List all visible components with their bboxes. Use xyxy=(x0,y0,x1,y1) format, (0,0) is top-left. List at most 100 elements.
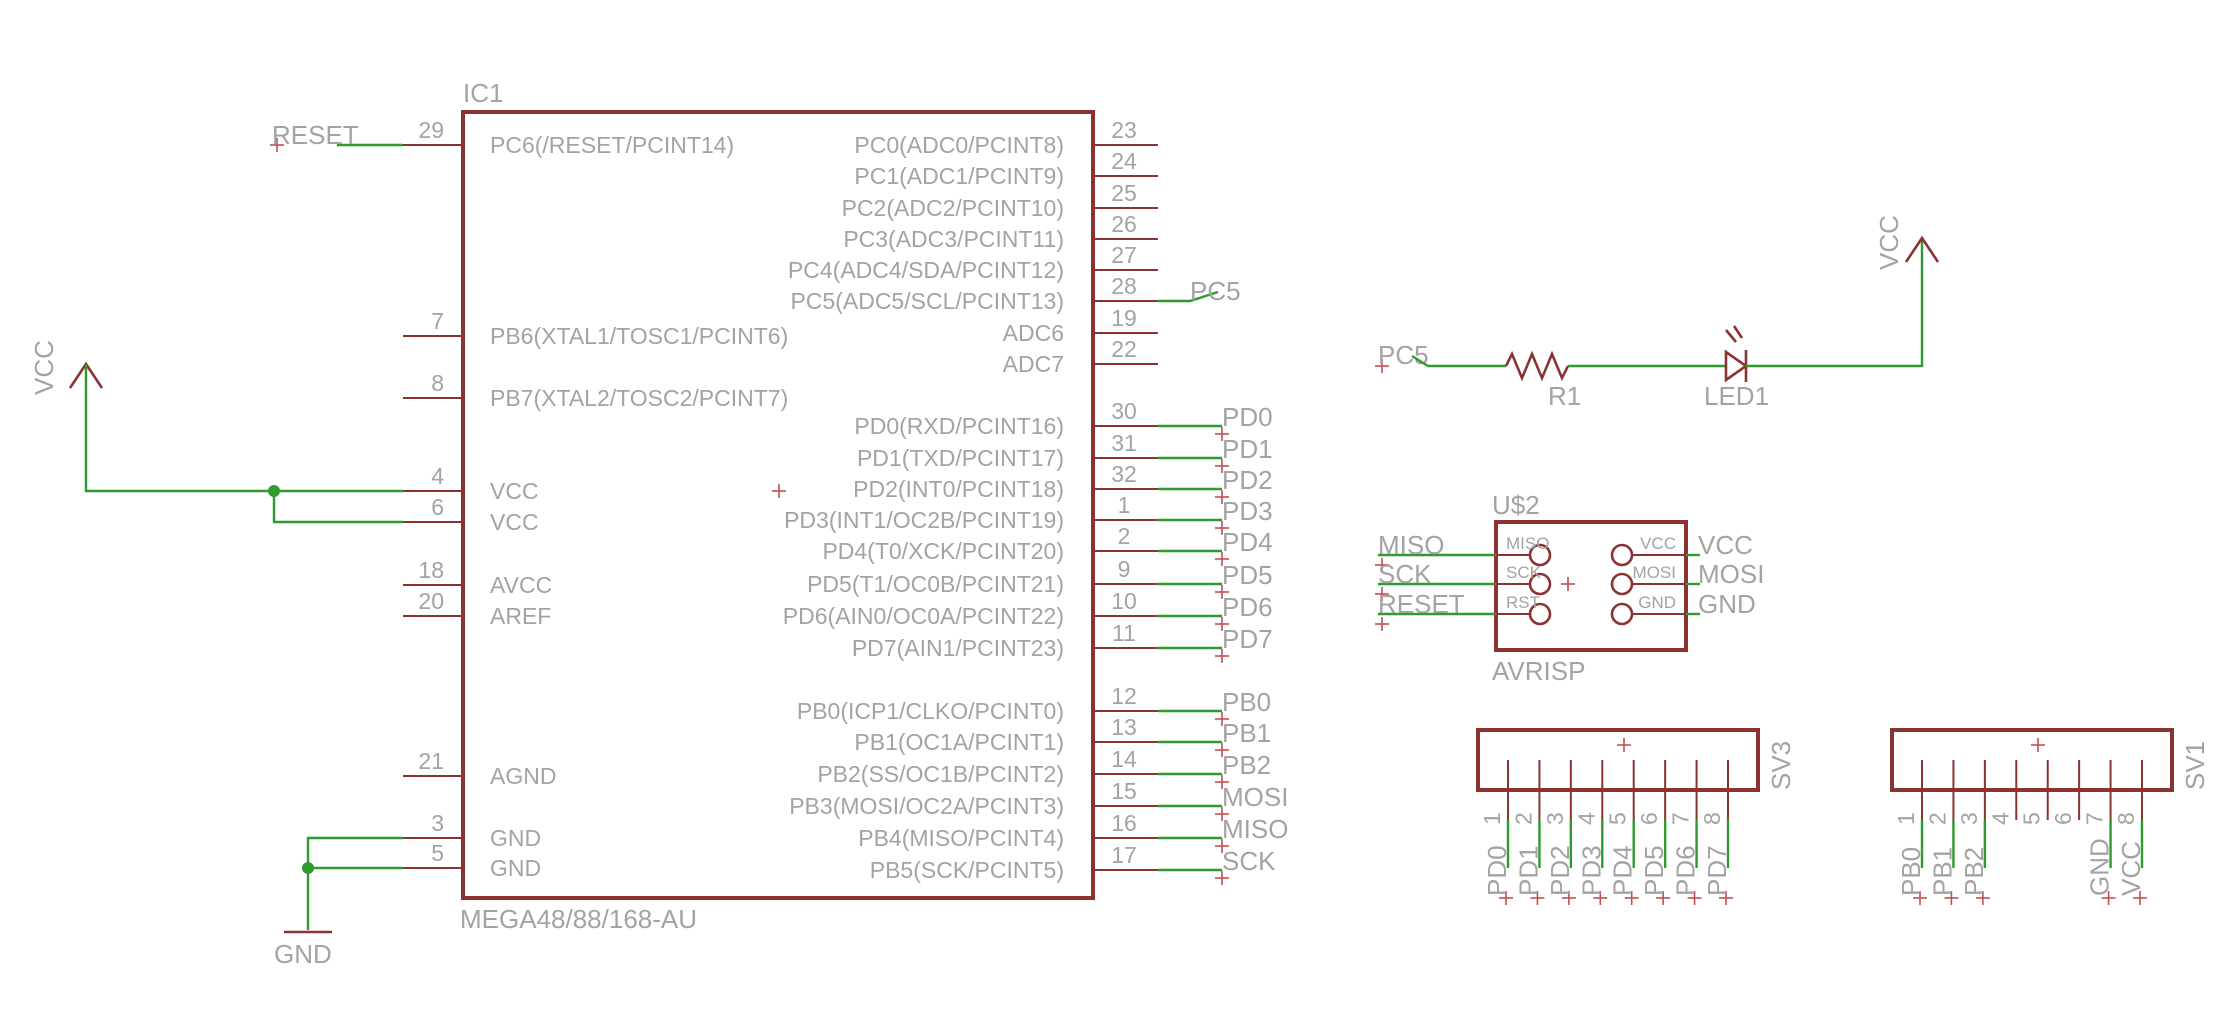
pin-number: 13 xyxy=(1111,714,1137,740)
pin-label: PD7(AIN1/PCINT23) xyxy=(852,635,1064,661)
net-label: PB1 xyxy=(1222,718,1271,748)
pin-label: PB0(ICP1/CLKO/PCINT0) xyxy=(797,698,1064,724)
sv3-body xyxy=(1476,728,1760,792)
pc5-ic-net: PC5 xyxy=(1158,276,1241,306)
sv1-name: SV1 xyxy=(2180,741,2210,790)
pc5-ic-label: PC5 xyxy=(1190,276,1241,306)
pin-number: 5 xyxy=(1605,812,1631,825)
pc5-ic-wire xyxy=(1158,290,1219,303)
pin-label: PB3(MOSI/OC2A/PCINT3) xyxy=(789,793,1064,819)
sv1-pin[interactable]: 5 xyxy=(2019,760,2049,825)
net-label: MISO xyxy=(1378,530,1444,560)
pin-label: PB7(XTAL2/TOSC2/PCINT7) xyxy=(490,385,788,411)
net-label: GND xyxy=(1698,589,1756,619)
pin-label: ADC7 xyxy=(1003,351,1064,377)
avrisp-name: U$2 xyxy=(1492,490,1540,520)
pin-number: 24 xyxy=(1111,148,1137,174)
net-label: PB2 xyxy=(1959,847,1989,896)
pin-number: 2 xyxy=(1118,523,1131,549)
net-label: PD0 xyxy=(1222,402,1273,432)
pin-number: 23 xyxy=(1111,117,1137,143)
led-circuit[interactable]: PC5 R1 LED1 VCC xyxy=(1375,215,1940,411)
pin-label: AREF xyxy=(490,603,551,629)
net-label: PD7 xyxy=(1222,624,1273,654)
sv1-pin[interactable]: 6 xyxy=(2050,760,2081,825)
pin-number: 30 xyxy=(1111,398,1137,424)
pin-number: 8 xyxy=(2113,812,2139,825)
pin-number: 1 xyxy=(1479,812,1505,825)
pad xyxy=(1528,602,1552,626)
pin-number: 20 xyxy=(418,588,444,614)
pin-label: PC0(ADC0/PCINT8) xyxy=(854,132,1064,158)
pad xyxy=(1610,543,1634,567)
pin-number: 6 xyxy=(2050,812,2076,825)
pin-label: VCC xyxy=(1640,534,1676,553)
pin-label: PB1(OC1A/PCINT1) xyxy=(854,729,1064,755)
net-label: PD2 xyxy=(1545,845,1575,896)
pin-label: MOSI xyxy=(1633,563,1676,582)
pin-number: 6 xyxy=(1636,812,1662,825)
vcc-right-wire xyxy=(1746,238,1924,368)
gnd-junction xyxy=(302,862,314,874)
ic1-value: MEGA48/88/168-AU xyxy=(460,904,697,934)
sv1-pin[interactable]: 4 xyxy=(1987,760,2018,825)
net-label: GND xyxy=(2085,838,2115,896)
pin-label: VCC xyxy=(490,509,539,535)
ic1-part[interactable]: IC1 MEGA48/88/168-AU 29PC6(/RESET/PCINT1… xyxy=(403,78,1288,934)
